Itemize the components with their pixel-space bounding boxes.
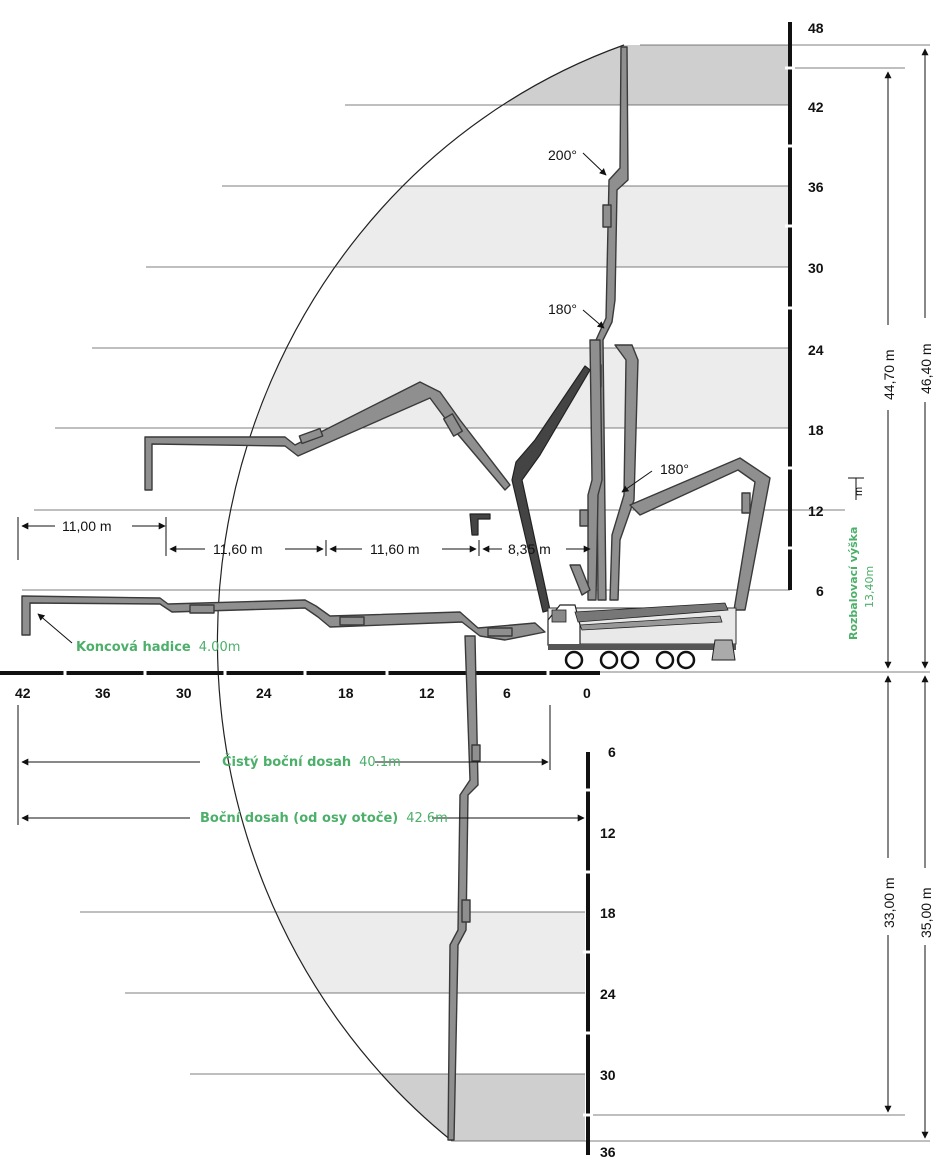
y-up-tick-42: 42	[808, 99, 824, 115]
unfold-height-label: Rozbalovací výška	[847, 527, 860, 640]
height-label-44-70: 44,70 m	[881, 349, 897, 400]
side-reach-label: Boční dosah (od osy otoče)	[200, 811, 398, 826]
x-tick-24: 24	[256, 685, 272, 701]
x-tick-18: 18	[338, 685, 354, 701]
angle-label-200: 200°	[548, 147, 577, 163]
side-reach-annotation: Boční dosah (od osy otoče) 42.6m	[200, 809, 448, 826]
depth-label-33-00: 33,00 m	[881, 877, 897, 928]
end-hose-annotation: Koncová hadice 4.00m	[76, 638, 240, 655]
y-down-tick-30: 30	[600, 1067, 616, 1083]
net-reach-value: 40.1m	[359, 755, 401, 770]
truck	[547, 602, 737, 670]
x-tick-30: 30	[176, 685, 192, 701]
reach-envelope-bands	[217, 45, 790, 1141]
boom-horizontal-max	[21, 595, 546, 641]
y-up-tick-6: 6	[816, 583, 824, 599]
y-down-tick-12: 12	[600, 825, 616, 841]
height-label-46-40: 46,40 m	[918, 343, 934, 394]
vertical-axis-up	[785, 22, 795, 590]
depth-label-35-00: 35,00 m	[918, 887, 934, 938]
net-reach-label: Čistý boční dosah	[222, 754, 351, 770]
end-hose-value: 4.00m	[199, 640, 241, 655]
angle-label-180-lower: 180°	[660, 461, 689, 477]
reach-envelope-arc	[216, 44, 625, 1142]
side-reach-value: 42.6m	[406, 811, 448, 826]
dimension-lines	[17, 48, 929, 1139]
segment-label-2: 11,60 m	[213, 541, 263, 557]
angle-label-180-upper: 180°	[548, 301, 577, 317]
y-up-tick-18: 18	[808, 422, 824, 438]
y-up-tick-12: 12	[808, 503, 824, 519]
segment-label-1: 11,00 m	[62, 518, 112, 534]
x-tick-12: 12	[419, 685, 435, 701]
end-hose-label: Koncová hadice	[76, 640, 191, 655]
net-reach-annotation: Čistý boční dosah 40.1m	[222, 753, 401, 770]
y-down-tick-24: 24	[600, 986, 616, 1002]
y-up-tick-36: 36	[808, 179, 824, 195]
x-tick-42: 42	[15, 685, 31, 701]
segment-label-3: 11,60 m	[370, 541, 420, 557]
vertical-axis-down	[583, 752, 593, 1155]
y-up-tick-48: 48	[808, 20, 824, 36]
boom-below-ground	[447, 635, 481, 1141]
y-up-tick-24: 24	[808, 342, 824, 358]
unfold-height-value: 13,40m	[863, 566, 876, 608]
unfold-marker-unit: m	[853, 487, 865, 496]
y-up-tick-30: 30	[808, 260, 824, 276]
boom-diagonal-unfolding	[511, 365, 591, 613]
y-down-tick-18: 18	[600, 905, 616, 921]
x-tick-36: 36	[95, 685, 111, 701]
boom-arch-mid	[144, 381, 511, 536]
x-tick-6: 6	[503, 685, 511, 701]
segment-label-4: 8,35 m	[508, 541, 551, 557]
horizontal-axis	[0, 668, 600, 678]
x-tick-0: 0	[583, 685, 591, 701]
y-down-tick-6: 6	[608, 744, 616, 760]
y-down-tick-36: 36	[600, 1144, 616, 1160]
boom-stowed	[569, 339, 603, 601]
